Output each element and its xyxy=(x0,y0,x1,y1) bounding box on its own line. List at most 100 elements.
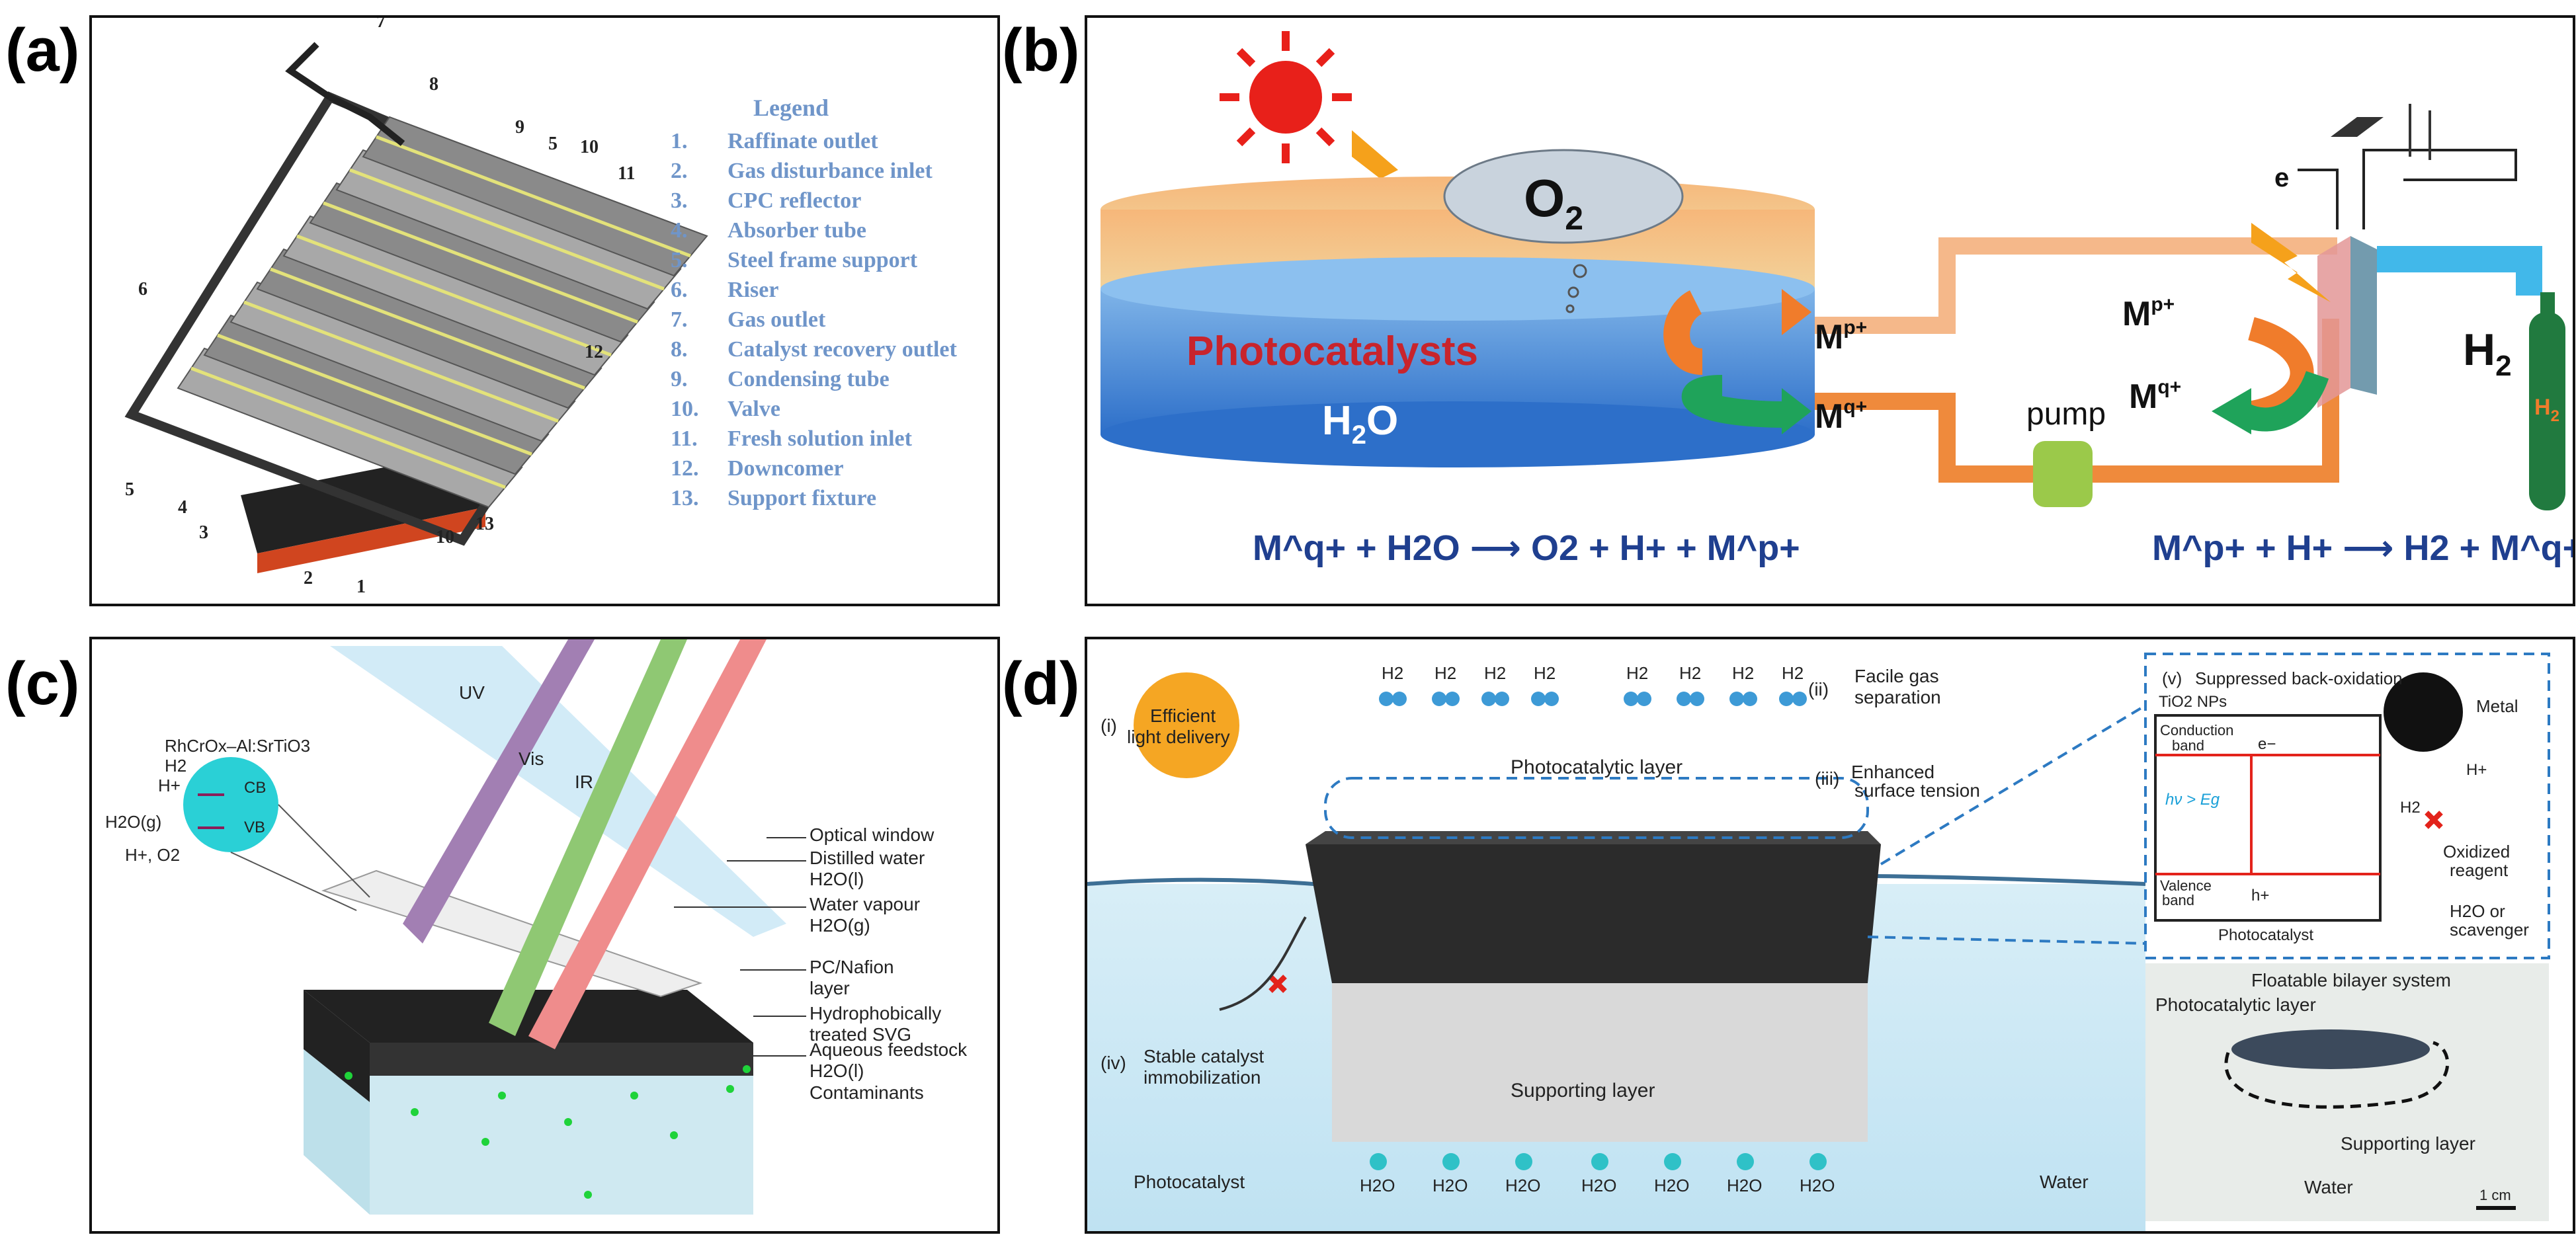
h2o-molecule-icon xyxy=(1664,1153,1681,1170)
sun-icon xyxy=(1220,31,1352,163)
callout-number: 13 xyxy=(476,514,494,534)
h2o-label: H2O xyxy=(1505,1176,1540,1195)
label-photocatalytic-layer: Photocatalytic layer xyxy=(1511,756,1683,778)
label-conduction: Conduction xyxy=(2160,722,2233,739)
label-hplus: H+ xyxy=(2466,761,2487,779)
cpc-reactor-illustration xyxy=(124,42,708,573)
callout-number: 2 xyxy=(304,568,313,588)
label-tio2: TiO2 NPs xyxy=(2159,693,2227,711)
legend-number: 1. xyxy=(671,129,688,153)
legend-number: 13. xyxy=(671,486,699,510)
absorber-tube xyxy=(217,333,532,456)
legend-item: 1. Raffinate outlet xyxy=(671,126,957,156)
callout-number: 5 xyxy=(125,479,134,500)
photo-support-layer: Supporting layer xyxy=(2341,1133,2475,1154)
legend-label: CPC reflector xyxy=(727,188,862,213)
h2o-label: H2O xyxy=(1727,1176,1762,1195)
legend-label: Raffinate outlet xyxy=(727,129,878,153)
label-reagent: reagent xyxy=(2450,860,2509,880)
svg-text:treated SVG: treated SVG xyxy=(810,1024,911,1045)
hplus-label-c: H+ xyxy=(158,776,181,795)
h2og-label-c: H2O(g) xyxy=(105,812,161,832)
legend-number: 11. xyxy=(671,426,698,451)
label-light-delivery: light delivery xyxy=(1127,727,1230,747)
legend-label: Valve xyxy=(727,397,780,421)
h2-molecule-icon xyxy=(1743,692,1757,706)
h2-molecule-icon xyxy=(1729,692,1744,706)
label-surface-tension: surface tension xyxy=(1854,780,1980,801)
h2o-molecule-icon xyxy=(1737,1153,1754,1170)
h2-label: H2 xyxy=(1484,663,1506,683)
absorber-tube xyxy=(323,201,638,324)
h2o-label: H2O xyxy=(1433,1176,1468,1195)
label-oxidized: Oxidized xyxy=(2443,842,2510,862)
panel-d-letter: (d) xyxy=(1002,650,1080,717)
component-labels: Optical window Distilled water H2O(l) Wa… xyxy=(810,824,968,1103)
callout-number: 11 xyxy=(618,163,636,184)
pump-label: pump xyxy=(2026,397,2106,432)
vb-label: VB xyxy=(244,819,265,836)
label-i: (i) xyxy=(1101,715,1117,736)
label-immobilization: immobilization xyxy=(1143,1067,1261,1088)
h2-molecule-icon xyxy=(1531,692,1546,706)
h2-molecule-icon xyxy=(1445,692,1460,706)
h2-molecule-icon xyxy=(1379,692,1393,706)
h2-label: H2 xyxy=(1626,663,1648,683)
label-iii: (iii) xyxy=(1815,768,1839,789)
h2o-label: H2O xyxy=(1581,1176,1616,1195)
legend-item: 4.Absorber tube xyxy=(671,216,957,245)
photocatalysis-tank-diagram: O2 Photocatalysts H2O Mp+ Mq+ pump e Mp+… xyxy=(1101,31,2573,568)
h2-molecule-icon xyxy=(1792,692,1807,706)
h2-molecule-icon xyxy=(1432,692,1446,706)
label-facile: Facile gas xyxy=(1854,666,1939,686)
h2-molecule-icon xyxy=(1544,692,1559,706)
panel-a-letter: (a) xyxy=(5,17,80,84)
callout-number: 9 xyxy=(515,117,524,138)
callout-number: 8 xyxy=(429,74,438,95)
callout-number: 7 xyxy=(376,15,386,32)
legend-item: 3.CPC reflector xyxy=(671,186,957,216)
label-separation: separation xyxy=(1854,687,1941,707)
label-photocatalyst-legend: Photocatalyst xyxy=(1134,1172,1245,1192)
h2-label: H2 xyxy=(1382,663,1403,683)
label-supporting-layer: Supporting layer xyxy=(1511,1080,1655,1102)
legend-number: 2. xyxy=(671,159,688,183)
label-valence: Valence xyxy=(2160,877,2212,894)
electron-label: e xyxy=(2274,163,2289,192)
label-iv: (iv) xyxy=(1101,1053,1126,1073)
cloud-icon xyxy=(1443,149,1684,244)
legend-number: 9. xyxy=(671,367,688,391)
legend-item: 5.Steel frame support xyxy=(671,245,957,275)
label-scavenger: scavenger xyxy=(2450,920,2529,940)
mp-label-tank: Mp+ xyxy=(1815,317,1867,356)
panel-b-letter: (b) xyxy=(1002,17,1080,84)
label-water: Water xyxy=(2040,1172,2089,1192)
photo-scale: 1 cm xyxy=(2479,1187,2511,1203)
svg-text:Aqueous feedstock: Aqueous feedstock xyxy=(810,1039,968,1060)
legend-number: 4. xyxy=(671,218,688,243)
metal-icon xyxy=(2384,672,2463,752)
svg-text:Water vapour: Water vapour xyxy=(810,894,920,914)
label-band-c: band xyxy=(2172,737,2204,754)
legend-item: 7.Gas outlet xyxy=(671,305,957,335)
h2o-molecule-icon xyxy=(1370,1153,1387,1170)
photocatalysts-label: Photocatalysts xyxy=(1186,329,1478,374)
absorber-tube xyxy=(349,168,665,291)
h2-label: H2 xyxy=(1534,663,1556,683)
callout-number: 10 xyxy=(436,527,454,547)
legend-label: Catalyst recovery outlet xyxy=(727,337,957,362)
sun-icon-d xyxy=(1134,672,1239,778)
ir-label: IR xyxy=(575,772,593,792)
label-metal: Metal xyxy=(2476,696,2518,716)
panel-c: RhCrOx–Al:SrTiO3 H2 H+ H2O(g) H+, O2 CB … xyxy=(89,637,1000,1234)
legend-number: 8. xyxy=(671,337,688,362)
legend-number: 10. xyxy=(671,397,699,421)
cb-label: CB xyxy=(244,779,266,797)
callout-number: 5 xyxy=(548,134,558,154)
callout-number: 6 xyxy=(138,279,147,300)
h2-molecule-icon xyxy=(1392,692,1407,706)
legend-item: 6.Riser xyxy=(671,275,957,305)
h2-molecule-icon xyxy=(1495,692,1509,706)
